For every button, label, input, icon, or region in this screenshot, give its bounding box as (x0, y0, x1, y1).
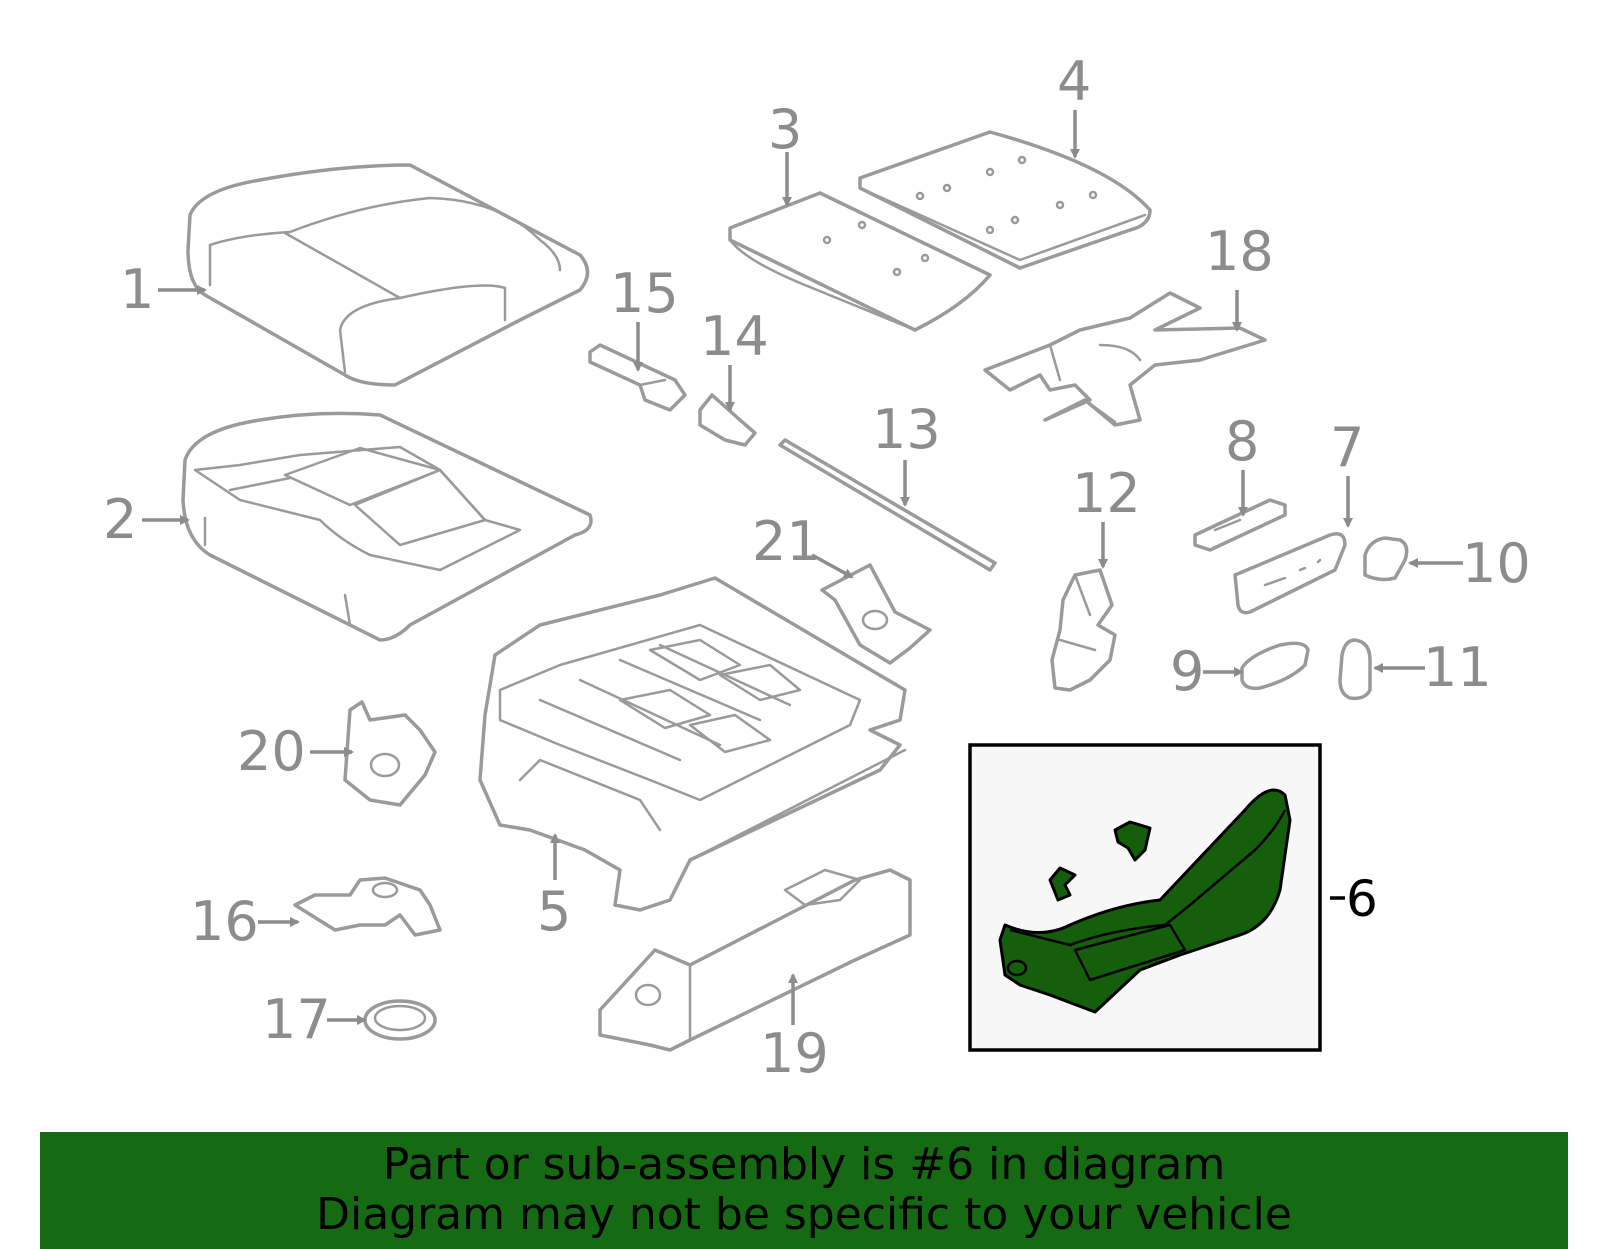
part-11-knob (1338, 638, 1372, 701)
callout-20: 20 (237, 720, 306, 783)
callout-5: 5 (537, 880, 571, 943)
callout-9: 9 (1170, 640, 1204, 703)
part-17-ring (363, 999, 437, 1041)
part-9-knob (1240, 641, 1310, 691)
callout-6: 6 (1346, 870, 1378, 928)
callout-1: 1 (120, 258, 154, 321)
callout-4: 4 (1057, 50, 1091, 113)
part-3-board (728, 191, 992, 332)
part-8-switch (1193, 498, 1287, 552)
callout-18: 18 (1205, 220, 1274, 283)
footer-banner: Part or sub-assembly is #6 in diagram Di… (40, 1132, 1568, 1249)
part-1-cushion-cover (186, 163, 590, 387)
part-16-bracket (293, 876, 442, 937)
part-7-switch-bezel (1233, 532, 1347, 615)
callout-15: 15 (610, 262, 679, 325)
callout-labels: 1 2 3 4 15 14 13 18 8 7 12 21 10 9 11 20… (103, 50, 1531, 1085)
callout-12: 12 (1072, 462, 1141, 525)
part-13-rod (778, 438, 997, 572)
callout-2: 2 (103, 488, 137, 551)
callout-11: 11 (1423, 636, 1492, 699)
callout-10: 10 (1462, 532, 1531, 595)
part-15-trim-piece (588, 343, 687, 412)
callout-21: 21 (752, 510, 821, 573)
part-18-bracket (983, 291, 1267, 427)
callout-3: 3 (768, 98, 802, 161)
part-6-clip-a (1048, 866, 1077, 902)
callout-16: 16 (190, 890, 259, 953)
leader-arrows (142, 110, 1463, 1025)
part-19-rail (598, 868, 912, 1052)
callout-17: 17 (262, 988, 331, 1051)
part-21-bracket (820, 563, 932, 665)
part-4-board (858, 130, 1152, 270)
callout-14: 14 (700, 305, 769, 368)
part-20-bracket (343, 700, 437, 807)
part-6-side-shield (998, 788, 1292, 1014)
part-12-motor (1050, 568, 1117, 692)
part-10-knob (1363, 536, 1409, 582)
footer-line-1: Part or sub-assembly is #6 in diagram (382, 1139, 1226, 1190)
part-14-clip (698, 393, 757, 447)
callout-13: 13 (872, 398, 941, 461)
footer-line-2: Diagram may not be specific to your vehi… (316, 1189, 1292, 1240)
callout-7: 7 (1330, 416, 1364, 479)
part-6-clip-b (1113, 820, 1152, 862)
part-5-seat-frame (478, 576, 907, 912)
highlight-box-part-6 (968, 743, 1322, 1052)
callout-19: 19 (760, 1022, 829, 1085)
part-2-cushion-pad (181, 411, 593, 642)
callout-8: 8 (1225, 410, 1259, 473)
